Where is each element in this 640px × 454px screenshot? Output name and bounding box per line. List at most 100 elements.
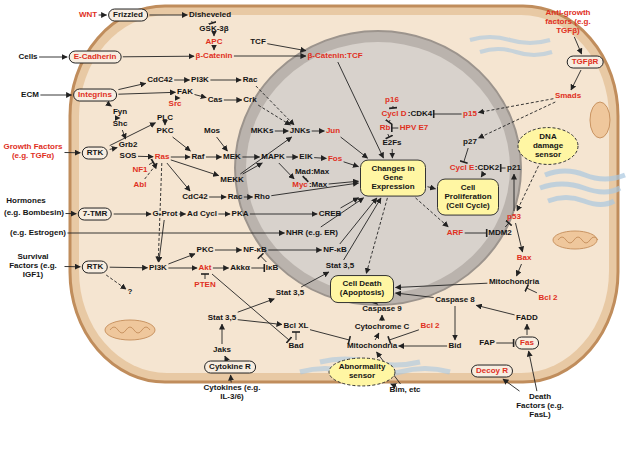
node-text: Akt <box>199 264 212 273</box>
node-text: Stat 3,5 <box>326 262 354 271</box>
sensor-ellipse: Abnormality sensor <box>329 358 395 386</box>
signal-arrow <box>344 198 381 260</box>
signal-arrow <box>167 163 190 191</box>
signal-arrow <box>314 157 326 159</box>
node-text: Src <box>169 100 182 109</box>
node-text: p21 <box>507 164 521 173</box>
signal-arrow <box>168 268 197 269</box>
signal-arrow <box>301 272 329 287</box>
signal-arrow <box>110 148 118 150</box>
receptor-box: Decoy R <box>471 365 513 378</box>
signal-arrow <box>159 220 164 262</box>
inhibition-line <box>149 162 153 164</box>
protein-label: Cytochrome C <box>355 323 410 332</box>
node-text: MDM2 <box>488 229 512 238</box>
endoplasmic-reticulum <box>540 171 625 205</box>
oncoprotein-label: Growth Factors (e.g. TGFα) <box>3 143 63 161</box>
node-text: APC <box>206 38 223 47</box>
signal-arrow <box>574 37 581 54</box>
protein-label: SOS <box>120 152 137 161</box>
node-text: Jun <box>326 127 340 136</box>
protein-label: Shc <box>113 120 128 129</box>
signal-arrow <box>275 131 289 132</box>
signal-arrow <box>268 250 321 251</box>
node-text: Rho <box>254 193 270 202</box>
protein-label: PKA <box>232 210 249 219</box>
node-text: MKKs <box>251 127 274 136</box>
oncoprotein-label: Src <box>169 100 182 109</box>
signal-arrow <box>168 254 195 264</box>
node-text: (e.g. Bombesin) <box>4 209 64 218</box>
protein-label: PI3K <box>191 76 209 85</box>
signal-arrow <box>66 213 77 214</box>
protein-label: CdC42 <box>147 76 172 85</box>
oncoprotein-label: Bcl 2 <box>420 322 439 331</box>
node-text: Ras <box>155 153 170 162</box>
signal-arrow <box>399 346 448 347</box>
signal-arrow <box>171 160 219 176</box>
protein-label: PI3K <box>149 264 167 273</box>
node-text: NF-κB <box>243 246 267 255</box>
protein-label: Death Factors (e.g. FasL) <box>514 393 566 420</box>
protein-label: CREB <box>319 210 342 219</box>
inhibition-line <box>296 332 297 340</box>
protein-label: PKC <box>157 127 174 136</box>
inhibition-line <box>310 330 349 340</box>
protein-label: Bim, etc <box>389 386 420 395</box>
node-text: β-Catenin <box>196 52 233 61</box>
oncoprotein-label: Ras <box>155 153 170 162</box>
node-text: Bim, etc <box>389 386 420 395</box>
signal-arrow <box>114 214 151 215</box>
signal-arrow <box>138 156 153 157</box>
node-text: Death Factors (e.g. FasL) <box>514 393 566 420</box>
node-text: Bid <box>449 342 462 351</box>
node-text: G-Prot <box>153 210 178 219</box>
process-box: Cell Death (Apoptosis) <box>330 275 394 303</box>
node-text: ? <box>128 288 133 297</box>
node-text: Anti-growth factors (e.g. TGFβ) <box>537 9 599 36</box>
oncoprotein-label: β-Catenin <box>196 52 233 61</box>
protein-label: Bid <box>449 342 462 351</box>
signal-arrow <box>250 214 317 215</box>
oncoprotein-label: APC <box>206 38 223 47</box>
node-text: Raf <box>192 153 205 162</box>
signal-arrow <box>503 379 520 391</box>
protein-label: Grb2 <box>119 141 138 150</box>
node-text: Stat 3,5 <box>276 289 304 298</box>
receptor-box: Fas <box>515 337 539 350</box>
protein-label: Cells <box>18 53 37 62</box>
node-text: GSK-3β <box>199 25 228 34</box>
signal-arrow <box>478 99 553 113</box>
signal-arrow <box>99 15 107 16</box>
inhibition-line <box>434 114 462 115</box>
inhibition-line <box>306 178 307 179</box>
node-text: Grb2 <box>119 141 138 150</box>
process-box: Cell Proliferation (Cell Cycle) <box>437 179 499 216</box>
receptor-box: 7-TMR <box>78 208 112 221</box>
oncoprotein-label: p53 <box>507 213 521 222</box>
signal-arrow <box>243 163 263 174</box>
protein-label: Mitochondria <box>489 278 539 287</box>
protein-label: Bad <box>288 342 303 351</box>
signal-arrow <box>174 80 189 81</box>
signal-arrow <box>68 233 285 234</box>
node-text: Cycl D <box>382 110 407 119</box>
node-text: Frizzled <box>113 11 143 20</box>
protein-label: ECM <box>21 91 39 100</box>
signal-arrow <box>222 324 223 344</box>
node-text: Fyn <box>113 108 127 117</box>
protein-label: Stat 3,5 <box>276 289 304 298</box>
signal-arrow <box>382 315 383 321</box>
node-text: Mos <box>204 127 220 136</box>
signal-arrow <box>341 137 368 158</box>
node-text: Cytokine R <box>209 363 251 372</box>
node-text: Bcl 2 <box>420 322 439 331</box>
protein-label: Cas <box>208 96 223 105</box>
mitochondrion <box>590 102 610 138</box>
node-text: Caspase 8 <box>435 296 475 305</box>
node-text: WNT <box>79 11 97 20</box>
node-text: Ad Cycl <box>187 210 217 219</box>
signal-arrow <box>238 320 282 325</box>
